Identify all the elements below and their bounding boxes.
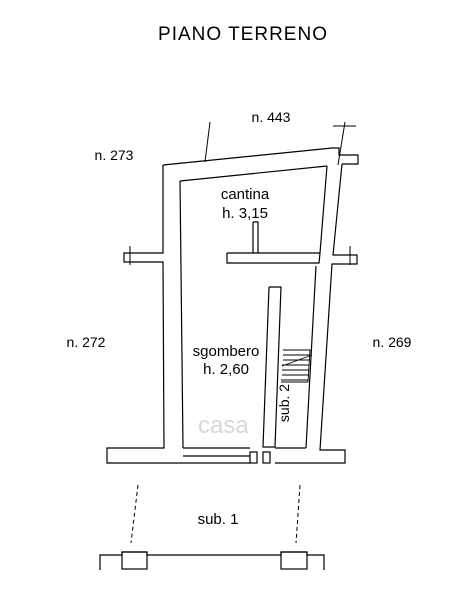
stair-sub-label: sub. 2 <box>276 384 292 422</box>
lower-area-label: sub. 1 <box>198 511 239 528</box>
room-cantina-name: cantina <box>221 186 270 203</box>
neighbor-label-right: n. 269 <box>373 334 412 350</box>
stair <box>281 349 313 383</box>
room-sgombero-height: h. 2,60 <box>203 361 249 378</box>
room-sgombero-name: sgombero <box>193 343 260 360</box>
neighbor-label-left: n. 272 <box>67 334 106 350</box>
watermark-text: casa <box>198 412 249 439</box>
neighbor-label-top-left: n. 273 <box>95 147 134 163</box>
building-walls <box>106 147 359 464</box>
neighbor-label-top: n. 443 <box>252 109 291 125</box>
bottom-wall <box>99 551 325 570</box>
room-cantina-height: h. 3,15 <box>222 205 268 222</box>
plan-title: PIANO TERRENO <box>158 24 328 45</box>
lower-area-lines <box>130 484 301 544</box>
